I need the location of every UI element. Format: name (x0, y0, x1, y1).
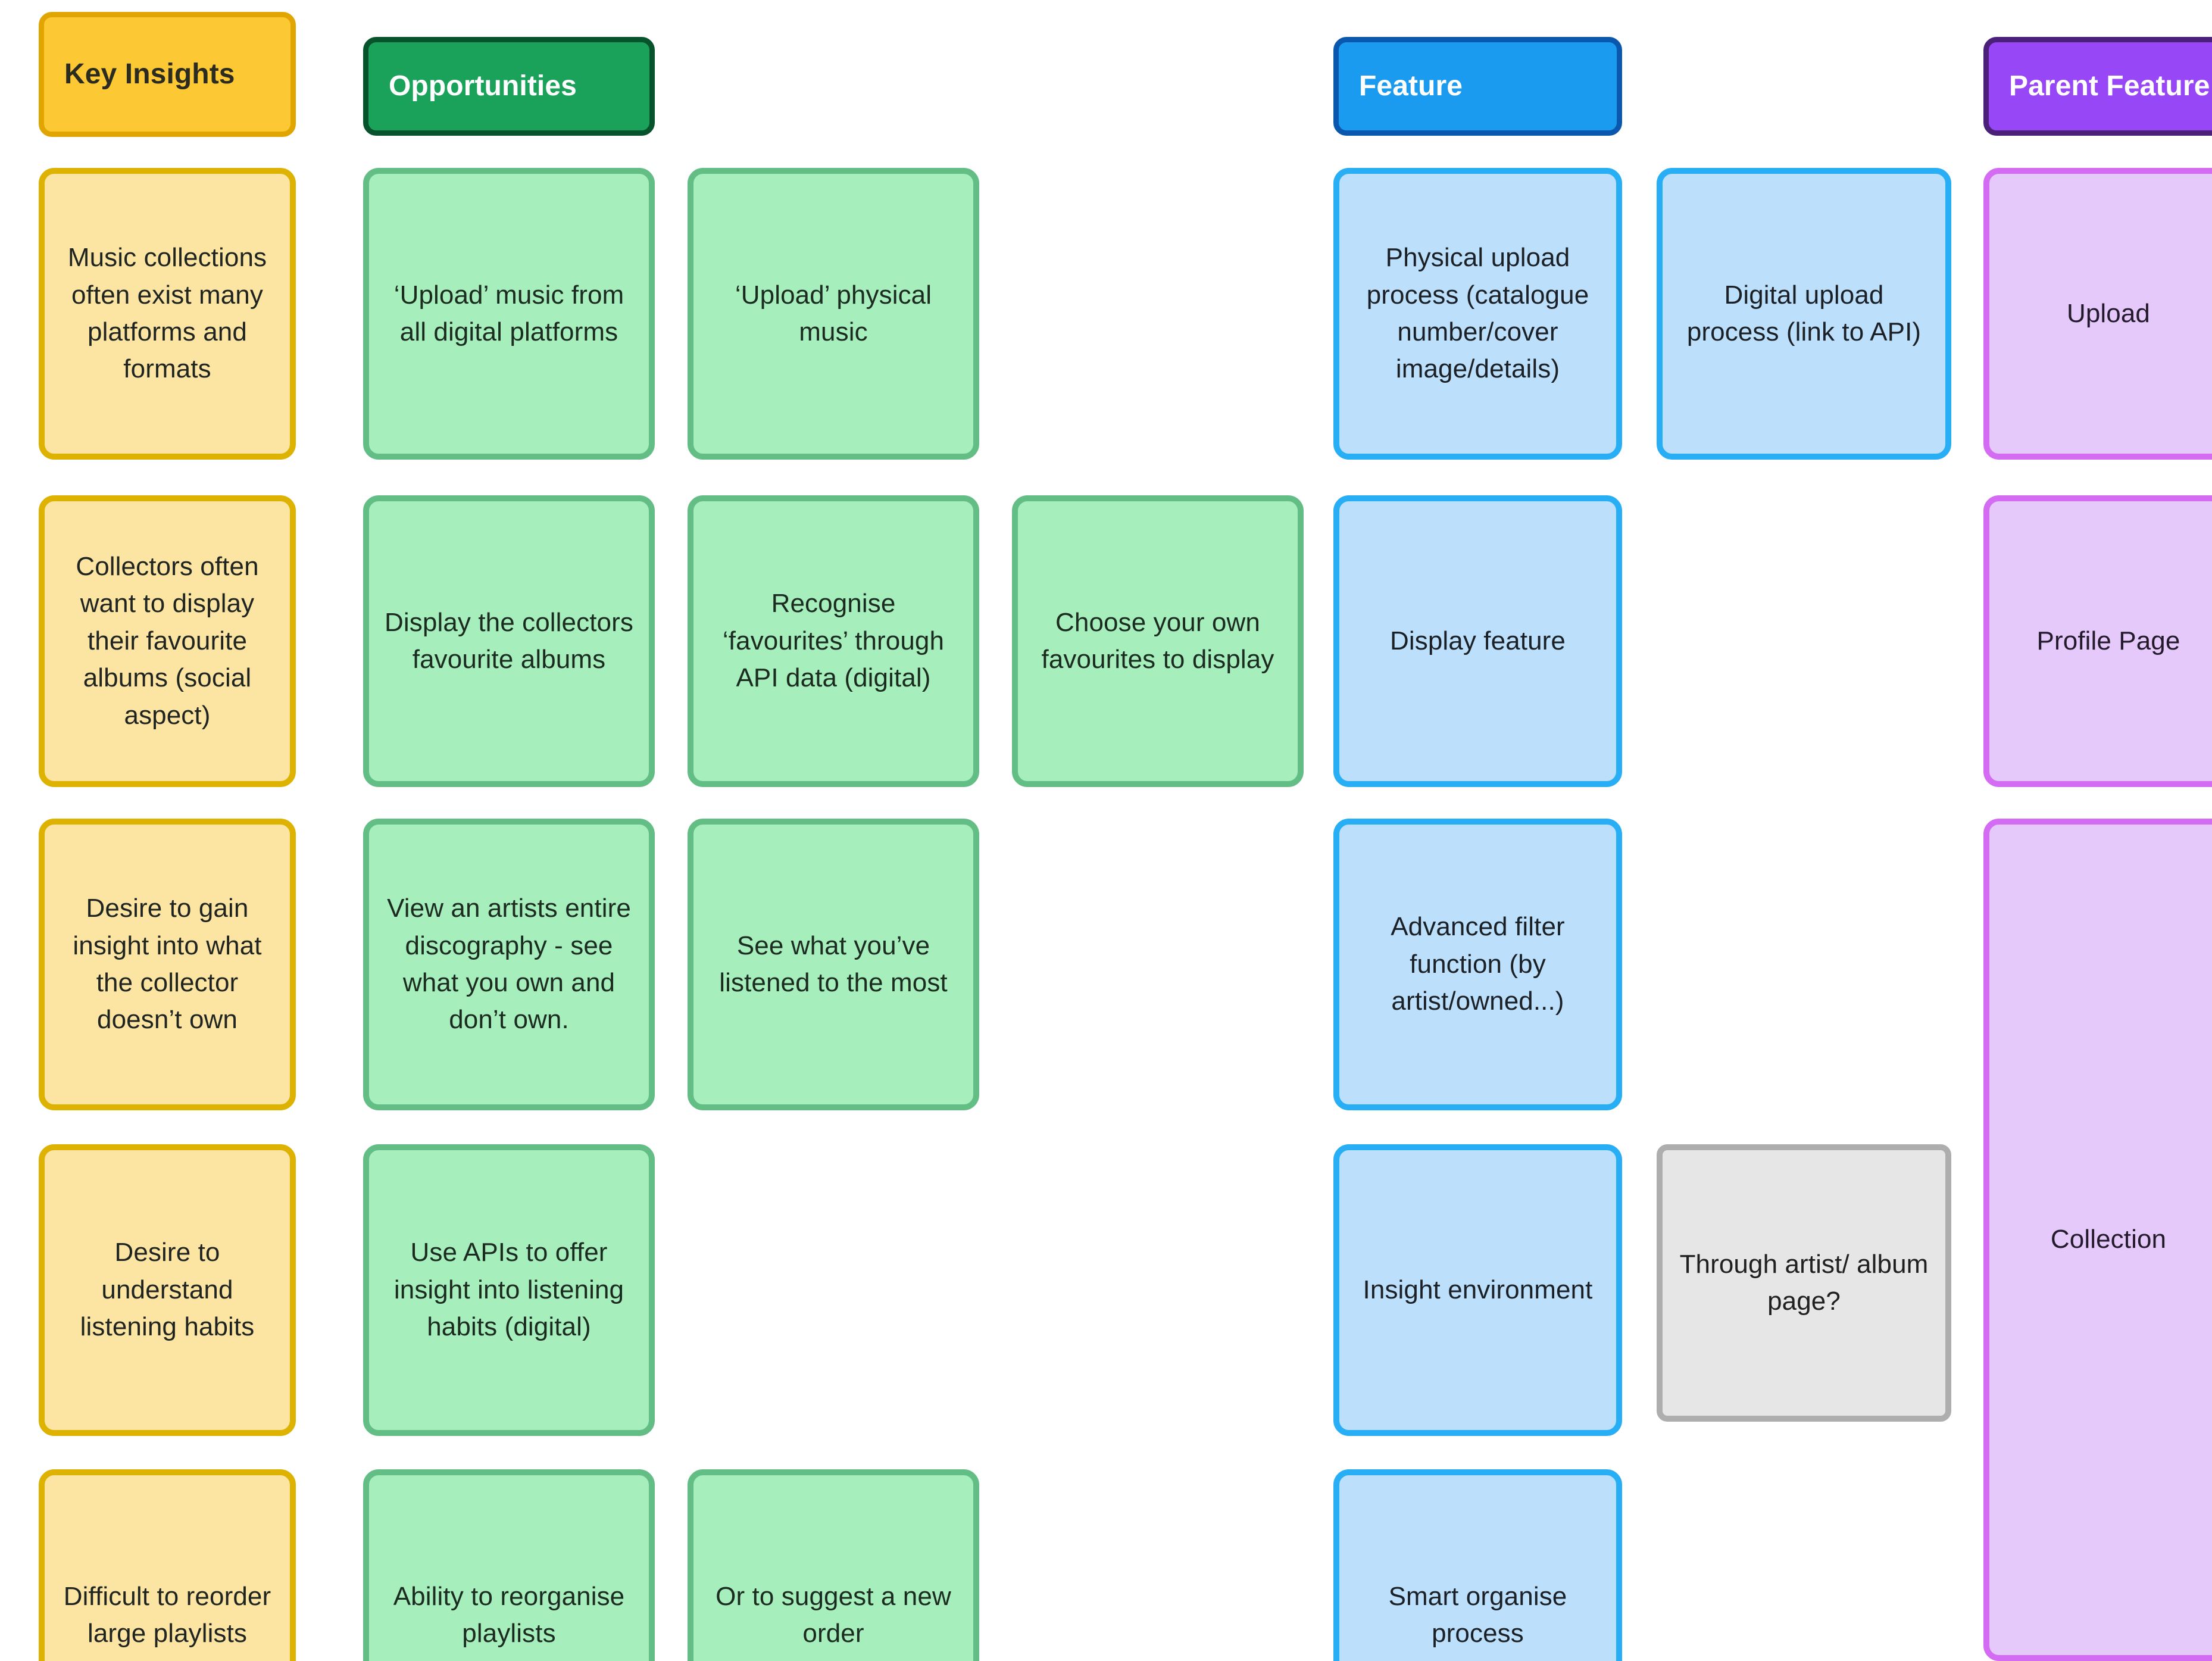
opportunity-text: ‘Upload’ physical music (735, 280, 932, 346)
opportunity-text: Ability to reorganise playlists (393, 1581, 625, 1648)
opportunity-card[interactable]: Or to suggest a new order (688, 1469, 979, 1661)
column-header-key-insights[interactable]: Key Insights (39, 12, 296, 137)
column-header-feature-label: Feature (1359, 70, 1463, 102)
column-header-opportunities-label: Opportunities (389, 70, 577, 102)
feature-card[interactable]: Digital upload process (link to API) (1657, 168, 1951, 460)
feature-text: Display feature (1390, 626, 1566, 655)
key-insight-card[interactable]: Music collections often exist many platf… (39, 168, 296, 460)
note-card[interactable]: Through artist/ album page? (1657, 1144, 1951, 1422)
key-insight-card[interactable]: Desire to gain insight into what the col… (39, 819, 296, 1110)
opportunity-card[interactable]: View an artists entire discography - see… (363, 819, 655, 1110)
opportunity-text: Recognise ‘favourites’ through API data … (722, 589, 945, 693)
key-insight-text: Difficult to reorder large playlists (63, 1581, 271, 1648)
opportunity-card[interactable]: Ability to reorganise playlists (363, 1469, 655, 1661)
key-insight-card[interactable]: Desire to understand listening habits (39, 1144, 296, 1436)
feature-text: Digital upload process (link to API) (1686, 280, 1922, 346)
key-insight-text: Music collections often exist many platf… (67, 243, 267, 384)
parent-feature-text: Collection (2050, 1225, 2167, 1254)
opportunity-text: View an artists entire discography - see… (387, 894, 631, 1035)
column-header-parent-feature-label: Parent Feature (2009, 70, 2210, 102)
parent-feature-card[interactable]: Upload (1983, 168, 2212, 460)
opportunity-card[interactable]: ‘Upload’ physical music (688, 168, 979, 460)
feature-text: Advanced filter function (by artist/owne… (1391, 912, 1565, 1016)
key-insight-text: Collectors often want to display their f… (76, 551, 259, 730)
key-insight-text: Desire to understand listening habits (80, 1238, 255, 1342)
opportunity-card[interactable]: Recognise ‘favourites’ through API data … (688, 495, 979, 787)
opportunity-text: Display the collectors favourite albums (385, 607, 633, 674)
parent-feature-text: Profile Page (2036, 626, 2180, 655)
key-insight-text: Desire to gain insight into what the col… (73, 894, 262, 1035)
column-header-feature[interactable]: Feature (1333, 37, 1622, 136)
parent-feature-card[interactable]: Profile Page (1983, 495, 2212, 787)
opportunity-card[interactable]: Display the collectors favourite albums (363, 495, 655, 787)
column-header-key-insights-label: Key Insights (64, 58, 235, 90)
feature-card[interactable]: Insight environment (1333, 1144, 1622, 1436)
parent-feature-card[interactable]: Collection (1983, 819, 2212, 1661)
key-insight-card[interactable]: Difficult to reorder large playlists (39, 1469, 296, 1661)
opportunity-card[interactable]: ‘Upload’ music from all digital platform… (363, 168, 655, 460)
opportunity-card[interactable]: Choose your own favourites to display (1012, 495, 1304, 787)
opportunity-card[interactable]: See what you’ve listened to the most (688, 819, 979, 1110)
feature-text: Smart organise process (1388, 1581, 1567, 1648)
parent-feature-text: Upload (2066, 298, 2151, 328)
opportunity-text: Choose your own favourites to display (1041, 607, 1274, 674)
opportunity-text: See what you’ve listened to the most (719, 931, 948, 997)
note-text: Through artist/ album page? (1679, 1249, 1929, 1316)
feature-card[interactable]: Advanced filter function (by artist/owne… (1333, 819, 1622, 1110)
column-header-parent-feature[interactable]: Parent Feature (1983, 37, 2212, 136)
opportunity-card[interactable]: Use APIs to offer insight into listening… (363, 1144, 655, 1436)
feature-card[interactable]: Smart organise process (1333, 1469, 1622, 1661)
feature-card[interactable]: Display feature (1333, 495, 1622, 787)
opportunity-text: ‘Upload’ music from all digital platform… (393, 280, 624, 346)
feature-text: Insight environment (1363, 1275, 1593, 1304)
feature-text: Physical upload process (catalogue numbe… (1366, 243, 1589, 384)
opportunity-text: Use APIs to offer insight into listening… (393, 1238, 624, 1342)
key-insight-card[interactable]: Collectors often want to display their f… (39, 495, 296, 787)
feature-card[interactable]: Physical upload process (catalogue numbe… (1333, 168, 1622, 460)
column-header-opportunities[interactable]: Opportunities (363, 37, 655, 136)
opportunity-text: Or to suggest a new order (716, 1581, 951, 1648)
